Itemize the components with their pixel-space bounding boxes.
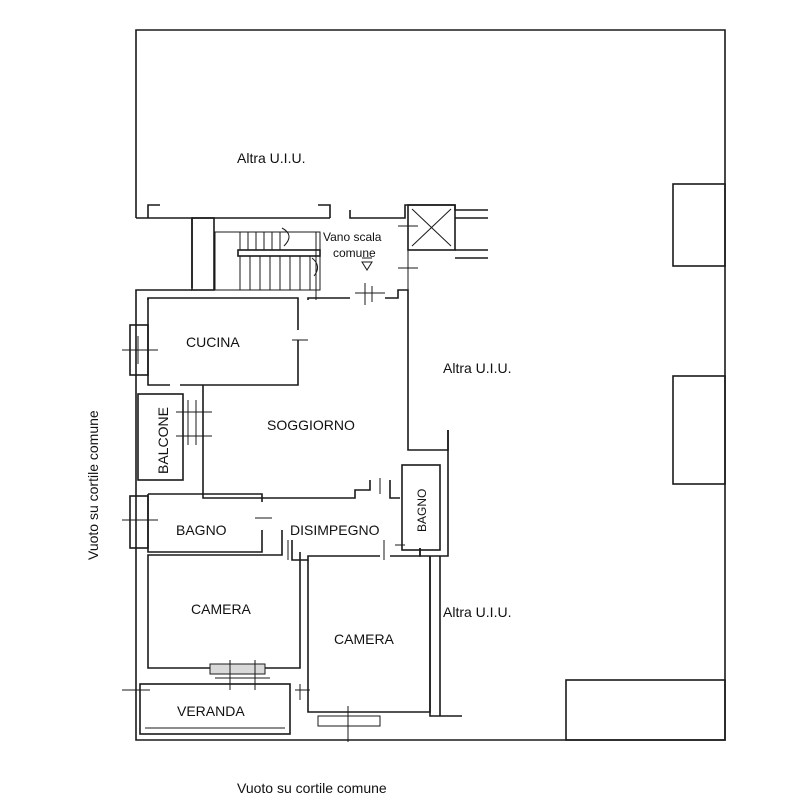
label-bagno-right: BAGNO: [415, 489, 429, 532]
room-labels: Altra U.I.U. Vano scala comune CUCINA Al…: [85, 150, 511, 796]
label-soggiorno: SOGGIORNO: [267, 417, 355, 433]
label-vuoto-bottom: Vuoto su cortile comune: [237, 780, 387, 796]
label-balcone: BALCONE: [155, 407, 171, 474]
stair-treads-upper: [239, 231, 290, 250]
stair-treads-lower: [239, 256, 311, 290]
label-vano-scala-comune: comune: [333, 246, 376, 260]
label-vano-scala: Vano scala: [323, 230, 382, 244]
right-recesses: [565, 183, 726, 741]
stair-block: [136, 204, 488, 305]
label-cucina: CUCINA: [186, 334, 240, 350]
label-altra-uiu-low: Altra U.I.U.: [443, 604, 511, 620]
label-camera-right: CAMERA: [334, 631, 395, 647]
label-bagno-left: BAGNO: [176, 522, 227, 538]
label-veranda: VERANDA: [177, 703, 245, 719]
label-altra-uiu-mid: Altra U.I.U.: [443, 360, 511, 376]
label-vuoto-left: Vuoto su cortile comune: [85, 410, 101, 560]
label-disimpegno: DISIMPEGNO: [290, 522, 380, 538]
label-camera-left: CAMERA: [191, 601, 252, 617]
interior-walls: [122, 289, 462, 742]
label-altra-uiu-top: Altra U.I.U.: [237, 150, 305, 166]
